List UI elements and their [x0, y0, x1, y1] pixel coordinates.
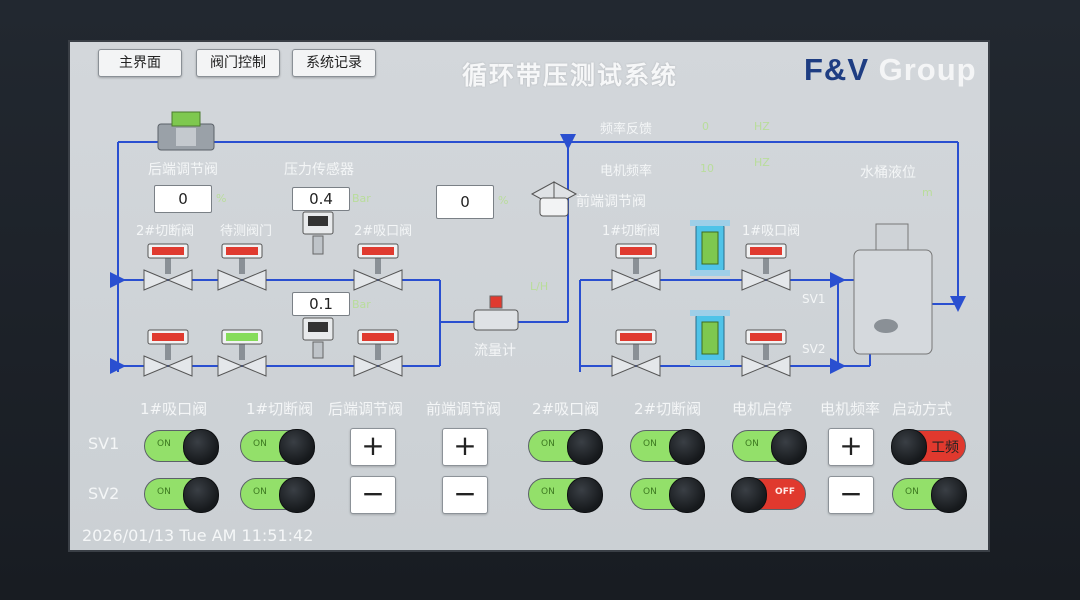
suction2-valve-row2-icon [353, 329, 403, 377]
page-title: 循环带压测试系统 [461, 61, 678, 90]
front-valve-unit: % [498, 194, 509, 207]
motor-freq-label: 电机频率 [600, 164, 653, 179]
row-sv1-label: SV1 [88, 434, 120, 453]
control-header: 电机启停 [732, 400, 793, 418]
piping-diagram [110, 111, 966, 377]
start-mode-vfd-toggle[interactable]: ON [892, 477, 967, 513]
sv1-cut1-toggle[interactable]: ON [240, 429, 315, 465]
test-valve-label: 待测阀门 [220, 224, 273, 239]
front-valve-label: 前端调节阀 [576, 194, 646, 210]
pressure1-value: 0.4 [292, 187, 350, 211]
pressure2-unit: Bar [352, 298, 371, 311]
pressure1-unit: Bar [352, 192, 371, 205]
status-datetime: 2026/01/13 Tue AM 11:51:42 [82, 526, 314, 545]
sv2-suction1-toggle[interactable]: ON [144, 477, 219, 513]
start-mode-power-freq-toggle[interactable]: 工频 [891, 429, 966, 465]
motor-freq-unit: HZ [754, 156, 770, 169]
filter-icon [690, 220, 730, 276]
system-log-button[interactable]: 系统记录 [292, 49, 376, 77]
row-sv2-label: SV2 [88, 484, 120, 503]
rear-valve-label: 后端调节阀 [148, 162, 218, 178]
control-header: 1#切断阀 [246, 400, 314, 418]
filter-icon [690, 310, 730, 366]
hmi-screen: 主界面 阀门控制 系统记录 循环带压测试系统 F&V Group [68, 40, 990, 552]
rear-valve-unit: % [216, 192, 227, 205]
front-valve-minus-button[interactable]: − [442, 476, 488, 514]
suction1-valve-row2-icon [741, 329, 791, 377]
flowmeter-label: 流量计 [474, 343, 516, 359]
flowmeter-icon [473, 295, 519, 331]
cut2-valve-row2-icon [143, 329, 193, 377]
sv1-suction1-toggle[interactable]: ON [144, 429, 219, 465]
pressure-sensor-icon [302, 317, 334, 359]
valve-control-button[interactable]: 阀门控制 [196, 49, 280, 77]
motor-stop-toggle[interactable]: OFF [731, 477, 806, 513]
rear-valve-plus-button[interactable]: + [350, 428, 396, 466]
pressure2-value: 0.1 [292, 292, 350, 316]
front-valve-icon [530, 181, 578, 217]
tank-level-unit: m [922, 186, 933, 199]
company-logo: F&V Group [804, 52, 977, 87]
cut2-valve-label: 2#切断阀 [136, 224, 195, 239]
sv1-cut2-toggle[interactable]: ON [630, 429, 705, 465]
front-valve-plus-button[interactable]: + [442, 428, 488, 466]
control-header: 启动方式 [892, 400, 953, 418]
rear-valve-minus-button[interactable]: − [350, 476, 396, 514]
cut1-valve-label: 1#切断阀 [602, 224, 661, 239]
sv1-label: SV1 [802, 292, 826, 306]
suction1-valve-row1-icon [741, 243, 791, 291]
suction2-valve-label: 2#吸口阀 [354, 224, 413, 239]
control-header: 后端调节阀 [328, 400, 404, 418]
freq-feedback-label: 频率反馈 [600, 122, 653, 137]
rear-valve-value[interactable]: 0 [154, 185, 212, 213]
suction1-valve-label: 1#吸口阀 [742, 224, 801, 239]
suction2-valve-row1-icon [353, 243, 403, 291]
sv2-label: SV2 [802, 342, 826, 356]
freq-feedback-value: 0 [702, 120, 709, 133]
sv1-suction2-toggle[interactable]: ON [528, 429, 603, 465]
cut2-valve-row1-icon [143, 243, 193, 291]
rear-valve-icon [157, 111, 215, 151]
freq-feedback-unit: HZ [754, 120, 770, 133]
motor-freq-minus-button[interactable]: − [828, 476, 874, 514]
control-header: 前端调节阀 [426, 400, 502, 418]
control-header: 1#吸口阀 [140, 400, 208, 418]
test-valve-row1-icon [217, 243, 267, 291]
pressure-sensor-icon [302, 211, 334, 255]
control-header: 2#吸口阀 [532, 400, 600, 418]
sv2-cut2-toggle[interactable]: ON [630, 477, 705, 513]
flow-unit: L/H [530, 280, 549, 293]
tank-level-label: 水桶液位 [860, 165, 916, 181]
main-screen-button[interactable]: 主界面 [98, 49, 182, 77]
control-header: 电机频率 [820, 400, 881, 418]
cut1-valve-row1-icon [611, 243, 661, 291]
front-valve-value[interactable]: 0 [436, 185, 494, 219]
water-tank-icon [853, 223, 933, 355]
test-valve-row2-icon [217, 329, 267, 377]
control-header: 2#切断阀 [634, 400, 702, 418]
motor-freq-value: 10 [700, 162, 714, 175]
cut1-valve-row2-icon [611, 329, 661, 377]
sv2-cut1-toggle[interactable]: ON [240, 477, 315, 513]
motor-freq-plus-button[interactable]: + [828, 428, 874, 466]
sv2-suction2-toggle[interactable]: ON [528, 477, 603, 513]
pressure-sensor-label: 压力传感器 [284, 162, 354, 178]
motor-start-toggle[interactable]: ON [732, 429, 807, 465]
